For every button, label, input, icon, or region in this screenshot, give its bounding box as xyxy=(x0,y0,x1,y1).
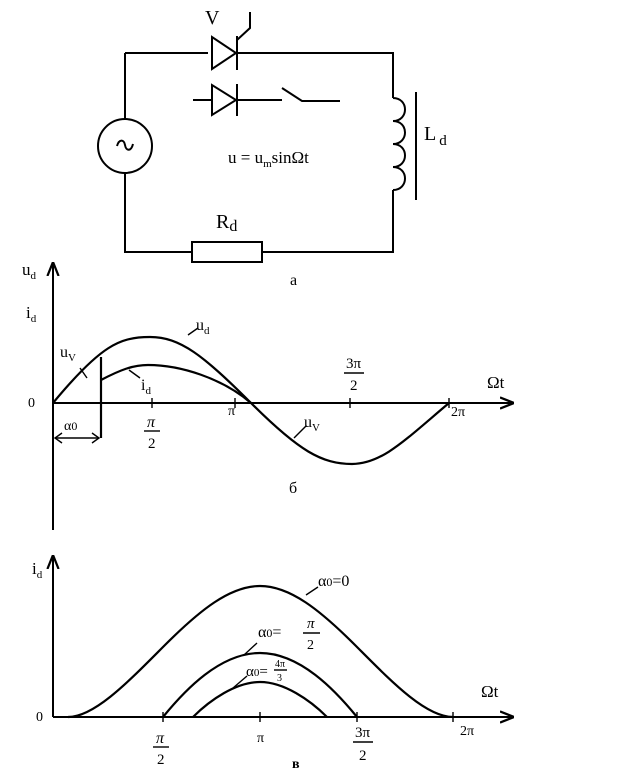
resistor-symbol xyxy=(191,241,263,263)
graph-b: ud id 0 Ωt α0 ud uV id uV π 2 π 3π xyxy=(22,260,514,530)
leader-ud xyxy=(187,327,199,336)
circuit-wire-top xyxy=(125,52,394,98)
svg-text:2: 2 xyxy=(359,748,367,764)
graph-v-origin: 0 xyxy=(36,710,43,725)
svg-text:2: 2 xyxy=(148,436,156,452)
label-uv-right: uV xyxy=(304,414,320,434)
curve-ud xyxy=(52,335,450,466)
label-ud: ud xyxy=(196,317,210,337)
svg-text:3π: 3π xyxy=(346,356,362,372)
leader-id xyxy=(128,369,141,379)
caption-b: б xyxy=(289,480,297,497)
graph-b-tick-pi: π xyxy=(228,404,235,419)
curve-id xyxy=(100,363,252,404)
graph-v-tick-pi: π xyxy=(257,731,264,746)
svg-text:4π: 4π xyxy=(275,659,285,670)
diode-with-switch xyxy=(193,83,340,117)
label-alpha-0: α0=0 xyxy=(318,573,349,590)
label-id: id xyxy=(141,377,151,397)
curve-alpha-0 xyxy=(67,584,454,719)
thyristor-symbol xyxy=(211,12,251,71)
curve-alpha-pi-half xyxy=(162,651,358,718)
svg-text:π: π xyxy=(147,414,156,431)
graph-b-ticks xyxy=(151,398,450,408)
svg-text:2: 2 xyxy=(157,752,165,768)
graph-v-ticks xyxy=(162,712,454,722)
graph-v-tick-2pi: 2π xyxy=(460,724,474,739)
svg-text:π: π xyxy=(156,730,165,747)
graph-b-tick-2pi: 2π xyxy=(451,405,465,420)
svg-text:3: 3 xyxy=(277,673,282,684)
curve-alpha-4pi-third xyxy=(192,680,328,718)
graph-b-x-label: Ωt xyxy=(487,373,505,392)
label-uv-left: uV xyxy=(60,344,76,364)
leader-alpha-4pi-third xyxy=(232,675,248,689)
resistor-label: Rd xyxy=(216,211,237,235)
caption-a: а xyxy=(290,272,297,289)
graph-b-y-label-i: id xyxy=(26,303,37,325)
graph-v-tick-pi-half: π 2 xyxy=(153,730,169,768)
svg-text:2: 2 xyxy=(350,378,358,394)
svg-text:α0=: α0= xyxy=(246,664,268,680)
graph-v: id 0 Ωt α0=0 α0= π 2 α0= 4π 3 π xyxy=(32,555,514,772)
label-alpha-4pi-third: α0= 4π 3 xyxy=(246,659,287,684)
circuit-wire-left-bottom xyxy=(124,172,192,253)
svg-text:2: 2 xyxy=(307,638,314,653)
graph-b-tick-3pi-half: 3π 2 xyxy=(344,356,364,394)
leader-uv-left xyxy=(79,367,88,379)
graph-b-tick-pi-half: π 2 xyxy=(144,414,160,452)
leader-uv-right xyxy=(293,425,307,439)
graph-v-x-label: Ωt xyxy=(481,682,499,701)
circuit-wire-bottom-right xyxy=(262,190,394,253)
svg-text:π: π xyxy=(307,616,315,632)
thyristor-label: V xyxy=(205,7,220,29)
svg-text:3π: 3π xyxy=(355,725,371,741)
alpha-label: α0 xyxy=(64,419,77,434)
graph-v-y-label: id xyxy=(32,559,43,581)
ac-source-symbol xyxy=(97,118,153,174)
graph-b-y-label-u: ud xyxy=(22,260,37,282)
leader-alpha-pi-half xyxy=(243,642,258,656)
graph-b-origin: 0 xyxy=(28,396,35,411)
inductor-symbol xyxy=(392,92,417,200)
graph-v-tick-3pi-half: 3π 2 xyxy=(353,725,373,764)
leader-alpha-0 xyxy=(305,586,319,596)
label-alpha-pi-half: α0= π 2 xyxy=(258,616,320,653)
svg-text:α0=: α0= xyxy=(258,624,281,641)
source-equation: u = umsinΩt xyxy=(228,148,309,170)
caption-v: в xyxy=(292,757,300,772)
